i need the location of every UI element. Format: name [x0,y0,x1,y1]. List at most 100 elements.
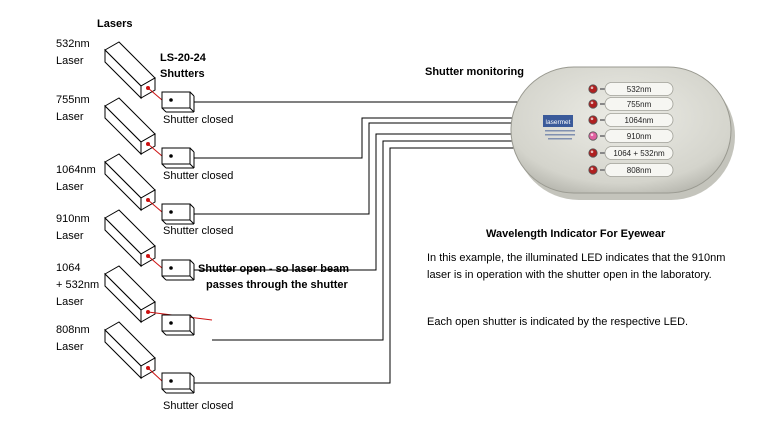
indicator-led-row: 1064 + 532nm [588,146,674,160]
lasers-heading: Lasers [97,18,133,30]
laser-beam [147,255,163,269]
shutter-dot [169,98,173,102]
shutter-status-label: Shutter closed [163,170,234,182]
laser-beam [147,367,163,382]
shutter-box-edge [161,219,167,225]
shutter-status-label: Shutter closed [163,114,234,126]
laser-beam [147,143,163,157]
shutter-dot [169,321,173,325]
led-label-plate [604,146,674,160]
shutter-box [161,91,191,109]
device-fine-print [548,138,572,140]
shutter-box-edge [161,107,167,113]
laser-label: Laser [56,55,84,67]
laser-label: Laser [56,111,84,123]
led-label: 1064nm [625,116,654,125]
shutter-box-edge [161,275,167,281]
shutter-box [161,147,191,165]
led-label-plate [604,113,674,127]
shutter-box-edge [189,203,195,209]
led-lit-icon [588,131,598,141]
laser-label: + 532nm [56,279,100,291]
shutters-heading: Shutters [160,68,205,80]
shutter-box [161,203,191,221]
laser-unit [104,153,195,225]
shutter-box-edge [189,147,195,153]
shutter-dot [169,266,173,270]
shutter-dot [169,154,173,158]
led-connector [600,169,606,171]
laser-label: Laser [56,296,84,308]
shutter-monitoring-heading: Shutter monitoring [425,66,524,78]
indicator-led-row: 808nm [588,163,674,177]
led-connector [600,119,606,121]
shutter-box-edge [161,163,167,169]
laser-label: 910nm [56,213,90,225]
led-label: 755nm [627,100,652,109]
led-highlight [590,101,594,105]
shutter-status-label: Shutter closed [163,400,234,412]
device-fine-print [545,130,575,132]
description-paragraph-2: Each open shutter is indicated by the re… [427,316,689,328]
led-off-icon [588,84,598,94]
led-connector [600,135,606,137]
led-label: 1064 + 532nm [613,149,665,158]
lasers-group [104,41,213,394]
signal-wire [194,117,526,159]
laser-label: 532nm [56,38,90,50]
device-fine-print [545,134,575,136]
led-off-icon [588,99,598,109]
shutter-box-edge [189,314,195,320]
laser-unit [104,97,195,169]
shutter-box [161,372,191,390]
led-highlight [590,117,594,121]
laser-beam [147,87,163,101]
laser-unit [104,321,195,394]
laser-label: 1064 [56,262,81,274]
led-label-plate [604,97,674,111]
signal-wires [194,101,526,384]
shutter-box-edge [189,163,195,169]
signal-wire [194,122,526,215]
shutter-box-edge [189,372,195,378]
indicator-led-row: 755nm [588,97,674,111]
shutter-box-edge [189,330,195,336]
indicator-title: Wavelength Indicator For Eyewear [486,228,666,240]
led-connector [600,152,606,154]
laser-label: 755nm [56,94,90,106]
signal-wire [194,133,526,271]
laser-unit [104,41,195,113]
led-label: 808nm [627,166,652,175]
led-off-icon [588,115,598,125]
shutter-status-label: Shutter closed [163,225,234,237]
brand-plate [543,115,573,127]
shutter-box-edge [161,330,167,336]
led-label: 532nm [627,85,652,94]
laser-label: 1064nm [56,164,96,176]
open-shutter-label-line2: passes through the shutter [206,279,348,291]
led-label-plate [604,82,674,96]
shutter-box-edge [189,275,195,281]
shutter-box-edge [189,91,195,97]
led-label: 910nm [627,132,652,141]
shutter-box-edge [189,219,195,225]
indicator-led-row: 910nm [588,129,674,143]
shutters-heading-model: LS-20-24 [160,52,206,64]
shutter-dot [169,210,173,214]
laser-label: 808nm [56,324,90,336]
shutter-box-edge [189,107,195,113]
description-paragraph-1: In this example, the illuminated LED ind… [427,252,726,281]
shutter-box-edge [161,388,167,394]
led-label-plate [604,129,674,143]
led-connector [600,103,606,105]
shutter-box [161,259,191,277]
led-connector [600,88,606,90]
led-list: 532nm 755nm 1064nm 910nm 1064 + 532nm 808nm [588,82,674,177]
laser-beam [147,199,163,213]
led-off-icon [588,148,598,158]
shutter-box-edge [189,259,195,265]
led-highlight [590,133,594,137]
laser-label: Laser [56,181,84,193]
